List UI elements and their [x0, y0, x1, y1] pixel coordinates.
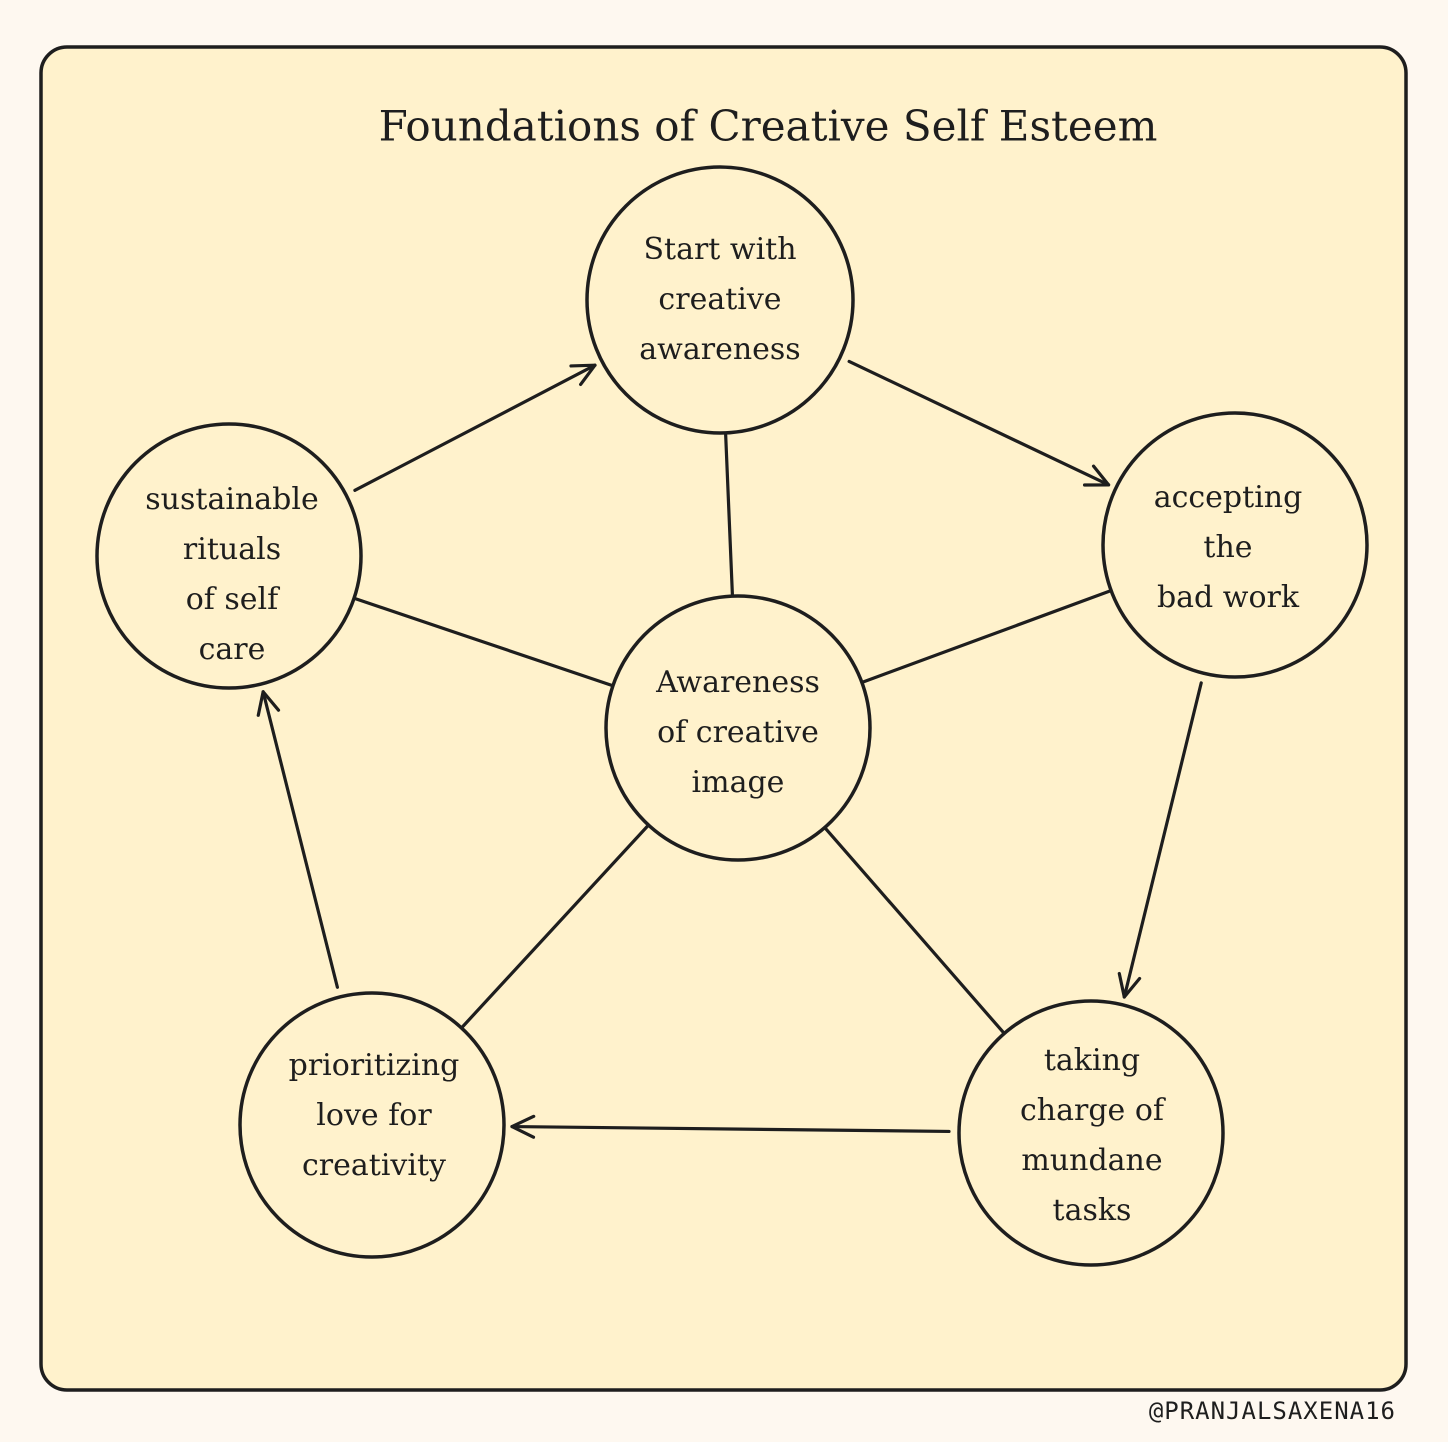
node-accepting-line-1: accepting: [1153, 480, 1303, 515]
spoke-start: [724, 433, 734, 596]
arrow-start-to-accepting: [847, 359, 1111, 487]
node-circle-accepting: [1101, 411, 1369, 679]
node-circle-start: [585, 165, 855, 435]
arrow-mundane-to-love: [510, 1124, 951, 1134]
node-start-line-1: Start with: [643, 232, 797, 267]
node-start-line-3: awareness: [639, 332, 801, 367]
node-rituals-line-2: rituals: [182, 532, 282, 567]
node-label-rituals: sustainable rituals of self care: [145, 475, 318, 675]
spoke-love: [461, 824, 649, 1029]
node-start-line-2: creative: [658, 282, 782, 317]
node-love-line-3: creativity: [302, 1148, 446, 1183]
node-rituals-line-1: sustainable: [145, 482, 319, 517]
node-circle-center: [604, 594, 872, 862]
spoke-accepting: [862, 589, 1111, 684]
panel-border: [39, 45, 1408, 1392]
node-mundane-line-4: tasks: [1052, 1193, 1132, 1228]
spoke-mundane: [824, 827, 1005, 1034]
node-circle-love: [238, 991, 506, 1259]
node-love-line-1: prioritizing: [288, 1048, 460, 1083]
node-mundane-line-3: mundane: [1021, 1143, 1163, 1178]
node-circle-mundane: [957, 999, 1225, 1267]
node-love-line-2: love for: [316, 1098, 432, 1133]
arrowhead-start-to-accepting: [1082, 464, 1111, 487]
arrowhead-rituals-to-start: [569, 363, 597, 387]
node-mundane-line-2: charge of: [1019, 1093, 1165, 1128]
arrowhead-love-to-rituals: [256, 690, 281, 717]
node-rituals-line-3: of self: [185, 582, 279, 617]
node-mundane-line-1: taking: [1043, 1043, 1141, 1078]
node-center-line-3: image: [691, 765, 785, 800]
node-circle-rituals: [95, 422, 363, 690]
arrow-accepting-to-mundane: [1122, 681, 1203, 999]
author-credit: @PRANJALSAXENA16: [1148, 1397, 1396, 1425]
diagram-title: Foundations of Creative Self Esteem: [378, 101, 1158, 151]
arrow-love-to-rituals: [261, 690, 339, 989]
node-label-accepting: accepting the bad work: [1154, 473, 1303, 623]
node-label-mundane: taking charge of mundane tasks: [1020, 1036, 1164, 1236]
node-accepting-line-3: bad work: [1156, 580, 1300, 615]
node-rituals-line-4: care: [198, 632, 266, 667]
node-label-love: prioritizing love for creativity: [289, 1041, 460, 1191]
node-center-line-1: Awareness: [656, 665, 820, 700]
arrow-rituals-to-start: [353, 363, 597, 492]
node-label-center: Awareness of creative image: [656, 658, 820, 808]
node-center-line-2: of creative: [657, 715, 819, 750]
node-label-start: Start with creative awareness: [639, 225, 800, 375]
node-accepting-line-2: the: [1203, 530, 1253, 565]
arrowhead-mundane-to-love: [510, 1114, 536, 1139]
spoke-rituals: [354, 597, 613, 687]
arrowhead-accepting-to-mundane: [1117, 971, 1142, 999]
